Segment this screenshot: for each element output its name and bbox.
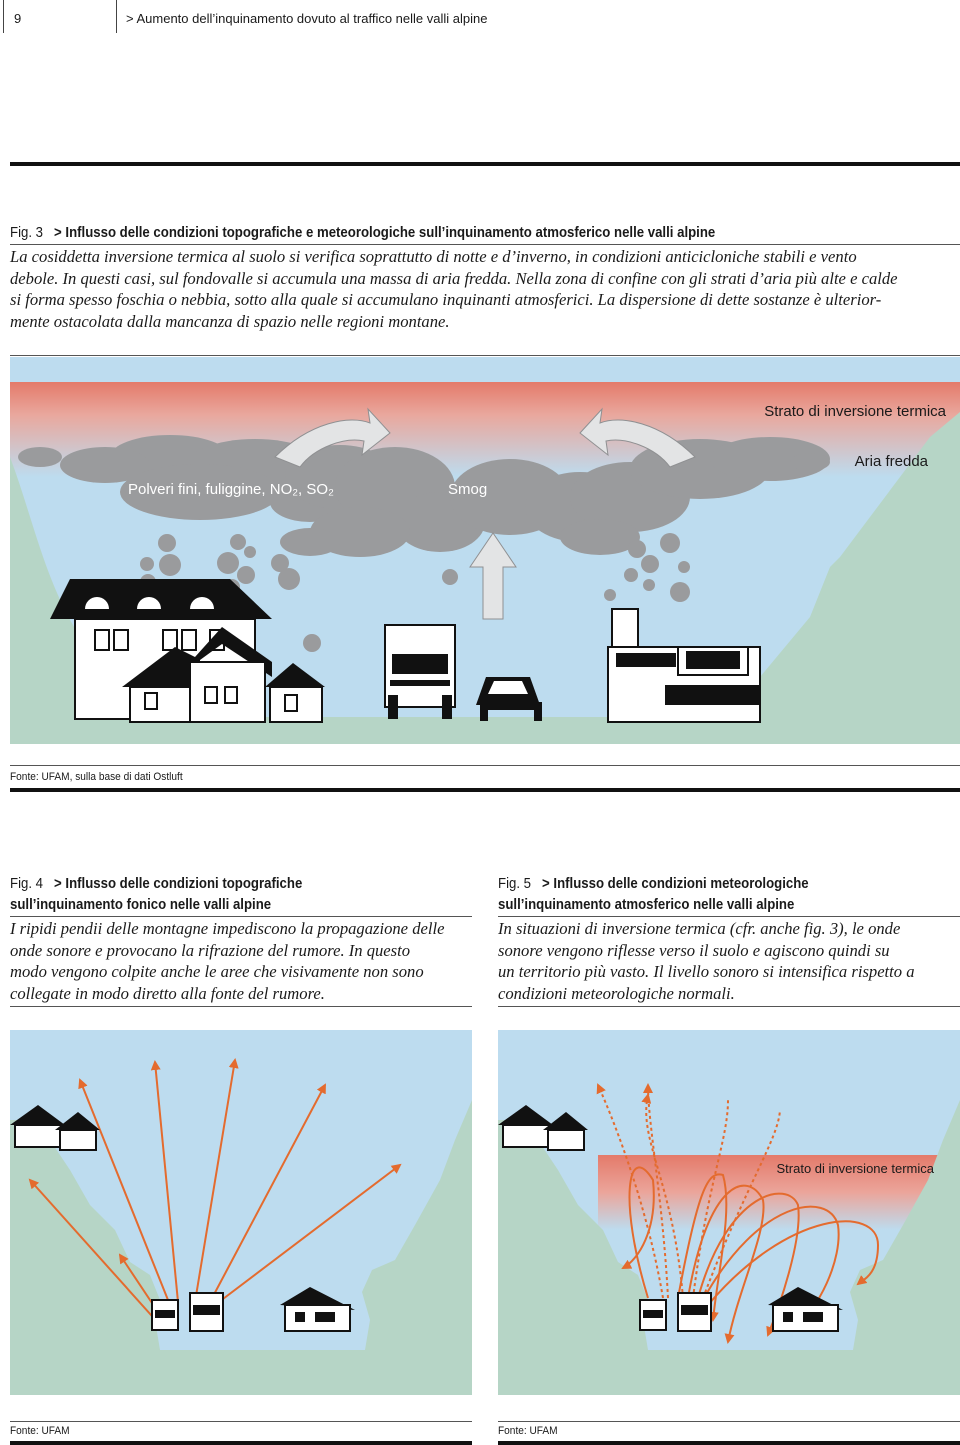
inversion-label: Strato di inversione termica [776, 1161, 934, 1176]
fig4-end-rule [10, 1441, 472, 1445]
fig3-title: Fig. 3 > Influsso delle condizioni topog… [10, 224, 716, 241]
sound-arrows [28, 1058, 402, 1326]
dotted-sound-arrows-upper [692, 1099, 781, 1299]
vehicles-bottom [639, 1287, 843, 1332]
truck [384, 624, 456, 719]
cold-air-label: Aria fredda [855, 453, 929, 470]
fig4-source-rule [10, 1421, 472, 1422]
houses-left [50, 579, 325, 723]
rising-arrow [469, 532, 517, 620]
flow-arrow-right [579, 407, 696, 468]
left-slope [10, 457, 230, 744]
section-rule [10, 162, 960, 166]
fig5-end-rule [498, 1441, 960, 1445]
fig3-desc-rule [10, 355, 960, 356]
flow-arrow-left [274, 407, 391, 468]
fig4-illustration [10, 1030, 472, 1395]
fig5-title-rule [498, 916, 960, 917]
smog-cloud [18, 435, 830, 557]
fig5-description: In situazioni di inversione termica (cfr… [498, 919, 915, 1003]
fig3-title-rule [10, 244, 960, 245]
factory [607, 608, 761, 723]
car [476, 677, 542, 721]
fig3-description: La cosiddetta inversione termica al suol… [10, 247, 898, 331]
fig4-desc-rule [10, 1006, 472, 1007]
fig4-title-rule [10, 916, 472, 917]
reflected-arrows [621, 1166, 880, 1344]
header-divider [116, 0, 117, 33]
fig4-source: Fonte: UFAM [10, 1425, 70, 1437]
fig3-illustration: Strato di inversione termica Aria fredda… [10, 357, 960, 744]
fig3-end-rule [10, 788, 960, 792]
valley-slopes [498, 1100, 960, 1395]
right-slope [670, 412, 960, 744]
houses-top [498, 1105, 588, 1151]
fig3-source-rule [10, 765, 960, 766]
valley-slopes [10, 1100, 472, 1395]
page-number: 9 [14, 11, 22, 26]
fig4-description: I ripidi pendii delle montagne impedisco… [10, 919, 445, 1003]
fig5-illustration: Strato di inversione termica [498, 1030, 960, 1395]
inversion-label: Strato di inversione termica [764, 403, 946, 420]
fig5-source-rule [498, 1421, 960, 1422]
fig5-source: Fonte: UFAM [498, 1425, 558, 1437]
running-title: > Aumento dell’inquinamento dovuto al tr… [126, 11, 488, 26]
fig3-source: Fonte: UFAM, sulla base di dati Ostluft [10, 771, 183, 783]
fig5-desc-rule [498, 1006, 960, 1007]
fig4-title: Fig. 4 > Influsso delle condizioni topog… [10, 875, 303, 913]
header-divider [3, 0, 4, 33]
smog-label: Smog [448, 481, 487, 498]
fig5-title: Fig. 5 > Influsso delle condizioni meteo… [498, 875, 809, 913]
houses-top [10, 1105, 100, 1151]
pollutants-label: Polveri fini, fuliggine, NO₂, SO₂ [128, 481, 334, 498]
vehicles-bottom [151, 1287, 355, 1332]
